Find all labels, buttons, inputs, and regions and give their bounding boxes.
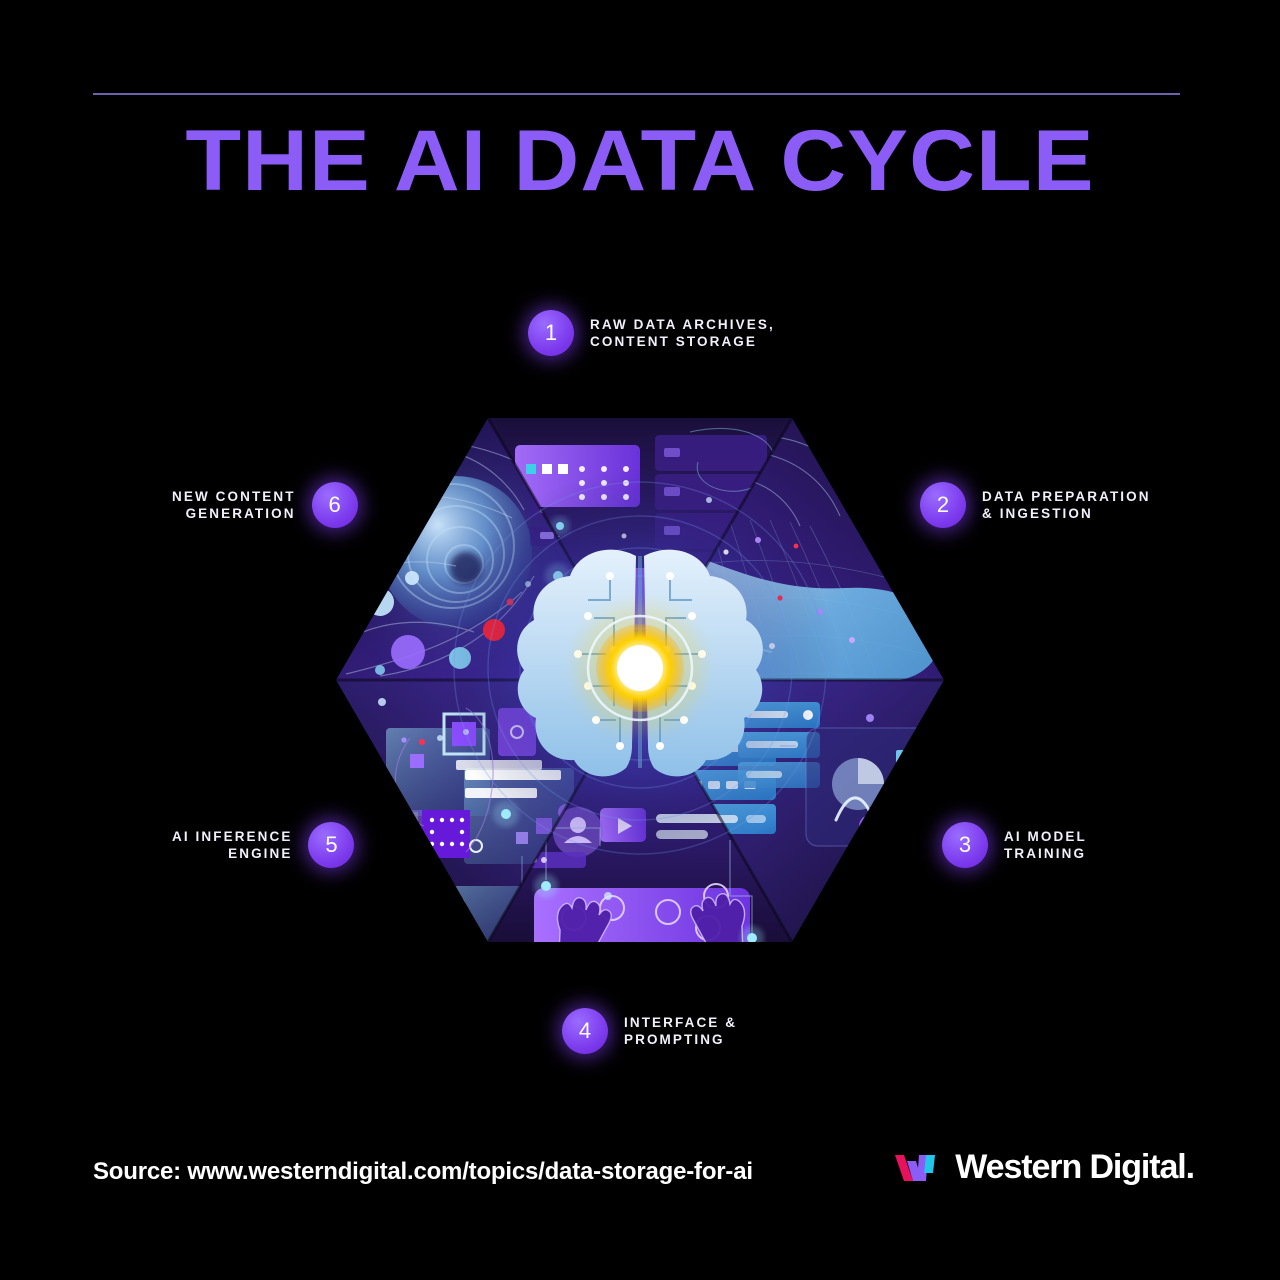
step-4-label: INTERFACE & PROMPTING: [624, 1015, 738, 1047]
western-digital-wordmark: Western Digital.: [955, 1148, 1195, 1186]
step-6-label: NEW CONTENT GENERATION: [172, 489, 296, 521]
step-2-label: DATA PREPARATION & INGESTION: [982, 489, 1151, 521]
bar-ticks: [952, 744, 961, 800]
people: [858, 803, 934, 910]
step-3[interactable]: 3 AI MODEL TRAINING: [942, 822, 1087, 868]
page-title: THE AI DATA CYCLE: [185, 113, 1095, 209]
core-glow: [578, 606, 702, 730]
step-5[interactable]: 5 AI INFERENCE ENGINE: [172, 822, 355, 868]
step-1-badge: 1: [528, 310, 574, 356]
step-6-badge: 6: [311, 482, 358, 528]
step-2[interactable]: 2 DATA PREPARATION & INGESTION: [920, 482, 1151, 528]
step-2-badge: 2: [920, 482, 966, 528]
step-4[interactable]: 4 INTERFACE & PROMPTING: [562, 1008, 737, 1054]
step-3-label: AI MODEL TRAINING: [1004, 829, 1087, 861]
step-6[interactable]: 6 NEW CONTENT GENERATION: [172, 482, 358, 528]
step-1[interactable]: 1 RAW DATA ARCHIVES, CONTENT STORAGE: [528, 310, 775, 356]
western-digital-mark-icon: [895, 1154, 936, 1181]
western-digital-logo: Western Digital.: [893, 1148, 1195, 1187]
step-1-label: RAW DATA ARCHIVES, CONTENT STORAGE: [590, 317, 775, 349]
step-3-badge: 3: [942, 822, 988, 868]
brain-icon: [440, 468, 840, 868]
step-5-badge: 5: [308, 822, 355, 868]
step-5-label: AI INFERENCE ENGINE: [172, 829, 293, 861]
heat-grid: [896, 750, 943, 797]
ai-data-cycle-diagram: 1 RAW DATA ARCHIVES, CONTENT STORAGE 2 D…: [0, 260, 1280, 1080]
source-attribution: Source: www.westerndigital.com/topics/da…: [93, 1158, 753, 1185]
header-divider: [93, 93, 1180, 95]
typing-hands: [556, 893, 746, 942]
step-4-badge: 4: [562, 1008, 608, 1054]
pixel-squares: [730, 944, 800, 1014]
halo-rings: [453, 481, 827, 855]
